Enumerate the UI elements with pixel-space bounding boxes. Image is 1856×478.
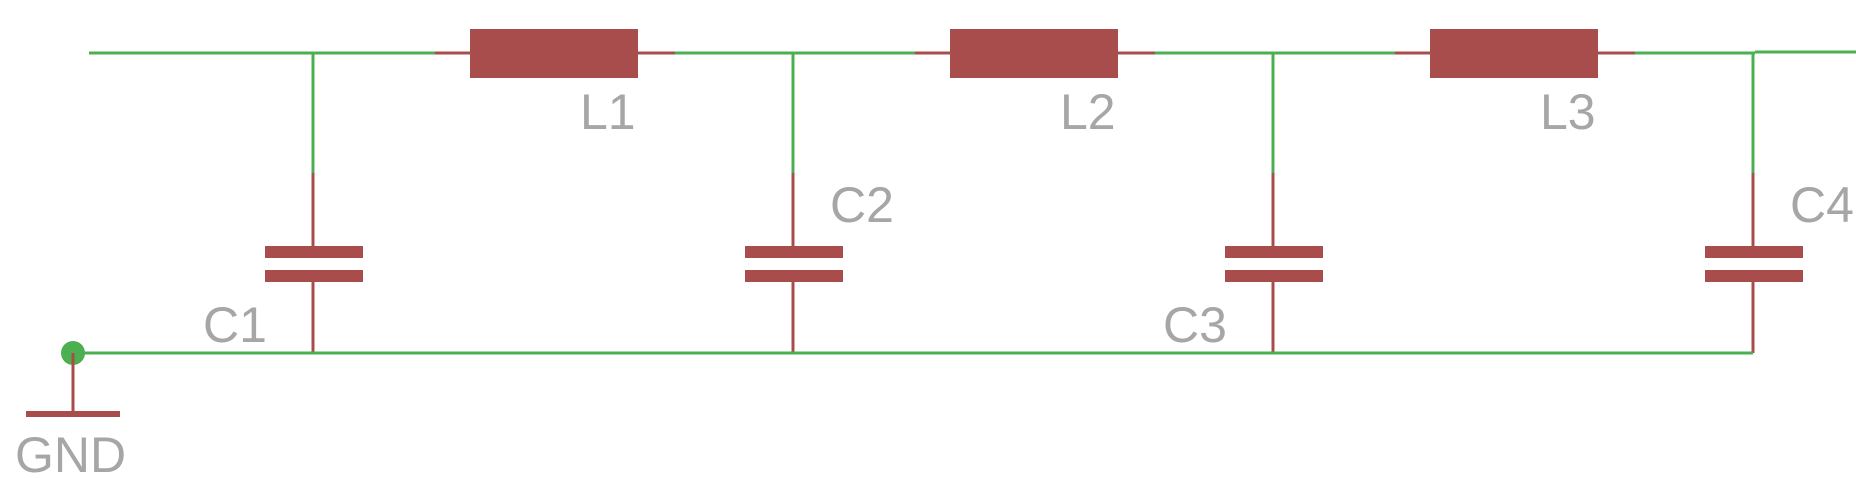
capacitor-c4: C4	[1705, 53, 1854, 353]
inductor-l3: L3	[1395, 29, 1635, 140]
ground-symbol: GND	[15, 353, 126, 478]
capacitor-c3: C3	[1163, 53, 1323, 353]
c2-label: C2	[830, 177, 894, 233]
c4-plate-top	[1705, 246, 1803, 258]
c3-plate-bottom	[1225, 270, 1323, 282]
c4-plate-bottom	[1705, 270, 1803, 282]
inductor-l2: L2	[915, 29, 1155, 140]
c3-label: C3	[1163, 297, 1227, 353]
c2-plate-top	[745, 246, 843, 258]
ground-rail	[61, 341, 1753, 365]
c3-plate-top	[1225, 246, 1323, 258]
l3-body	[1430, 29, 1598, 78]
c4-label: C4	[1790, 177, 1854, 233]
c1-plate-bottom	[265, 270, 363, 282]
l2-body	[950, 29, 1118, 78]
l1-label: L1	[580, 84, 636, 140]
c1-label: C1	[203, 297, 267, 353]
c2-plate-bottom	[745, 270, 843, 282]
gnd-label: GND	[15, 427, 126, 478]
capacitor-c2: C2	[745, 53, 894, 353]
l2-label: L2	[1060, 84, 1116, 140]
l1-body	[470, 29, 638, 78]
inductor-l1: L1	[435, 29, 675, 140]
c1-plate-top	[265, 246, 363, 258]
top-rail	[89, 50, 1856, 55]
l3-label: L3	[1540, 84, 1596, 140]
capacitor-c1: C1	[203, 53, 363, 353]
